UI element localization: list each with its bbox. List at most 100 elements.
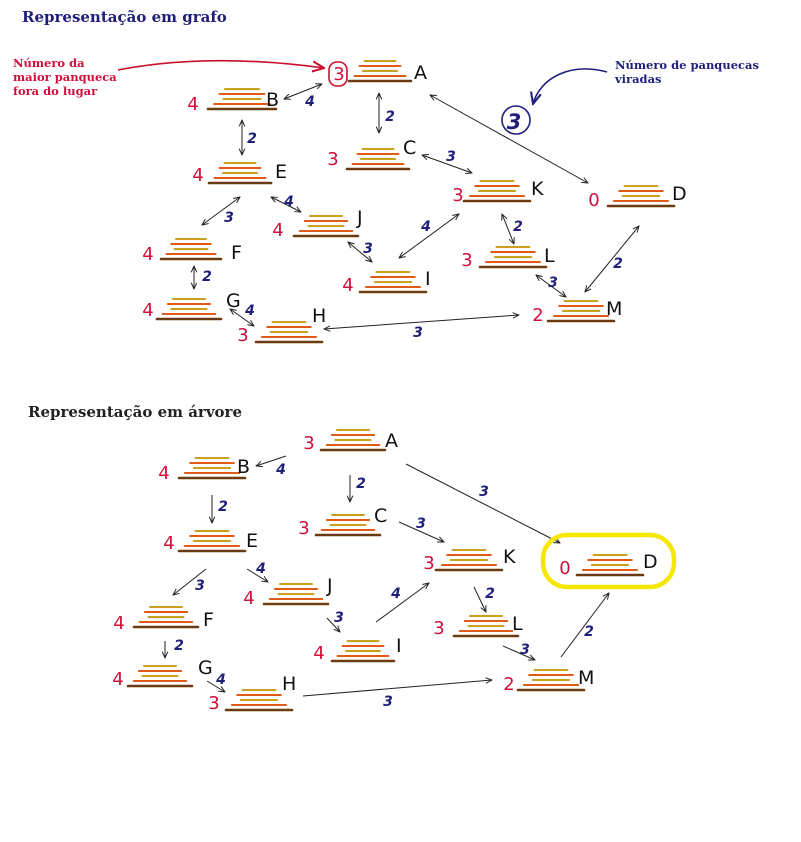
node-value: 0 bbox=[559, 558, 570, 579]
edge-flip-count: 2 bbox=[202, 269, 212, 285]
node-label: G bbox=[226, 290, 241, 312]
edge-flip-count: 3 bbox=[195, 578, 205, 594]
edge-flip-count: 3 bbox=[334, 610, 344, 626]
graph-edge-C-K: 3 bbox=[422, 149, 472, 173]
edge-flip-count: 2 bbox=[613, 256, 623, 272]
tree-node-J: J4 bbox=[243, 575, 332, 609]
node-label: E bbox=[275, 161, 287, 183]
graph-node-D: D0 bbox=[588, 183, 686, 211]
node-value: 4 bbox=[113, 613, 124, 634]
node-M-pancake-stack bbox=[546, 300, 616, 323]
node-value: 3 bbox=[237, 325, 248, 346]
graph-node-B: B4 bbox=[187, 88, 279, 115]
edge-flip-count: 2 bbox=[247, 131, 257, 147]
node-value: 3 bbox=[208, 693, 219, 714]
edge-arrow bbox=[324, 315, 519, 329]
tree-edge-H-M: 3 bbox=[302, 680, 492, 710]
graph-node-G: G4 bbox=[142, 290, 240, 321]
node-K-pancake-stack bbox=[462, 180, 532, 203]
tree-edge-I-K: 4 bbox=[375, 583, 429, 623]
graph-node-L: L3 bbox=[461, 245, 555, 271]
node-label: D bbox=[672, 183, 687, 205]
tree-edge-K-L: 2 bbox=[473, 586, 495, 612]
graph-node-I: I4 bbox=[342, 268, 430, 296]
node-label: M bbox=[578, 667, 594, 689]
node-A-pancake-stack bbox=[319, 429, 387, 452]
node-G-pancake-stack bbox=[126, 665, 194, 688]
node-label: G bbox=[198, 657, 213, 679]
tree-node-I: I4 bbox=[313, 635, 401, 664]
tree-title: Representação em árvore bbox=[28, 403, 242, 421]
node-label: K bbox=[503, 546, 516, 568]
edge-arrow bbox=[502, 645, 535, 660]
node-label: B bbox=[266, 89, 279, 111]
goal-node-highlight bbox=[540, 532, 677, 590]
node-label: I bbox=[425, 268, 431, 290]
edge-flip-count: 4 bbox=[244, 303, 255, 319]
tree-edge-C-K: 3 bbox=[398, 516, 444, 542]
edge-arrow bbox=[399, 214, 459, 258]
tree-node-K: K3 bbox=[423, 546, 516, 574]
node-C-pancake-stack bbox=[314, 514, 382, 537]
node-value: 4 bbox=[112, 669, 123, 690]
node-label: L bbox=[512, 613, 523, 635]
node-D-pancake-stack bbox=[606, 185, 676, 208]
node-E-pancake-stack bbox=[177, 530, 247, 553]
tree-edge-E-F: 3 bbox=[173, 568, 207, 595]
graph-edge-A-D bbox=[430, 95, 588, 183]
edge-flip-count: 3 bbox=[520, 642, 530, 658]
tree-node-C: C3 bbox=[298, 505, 387, 539]
node-J-pancake-stack bbox=[262, 583, 330, 606]
edge-arrow bbox=[230, 309, 254, 326]
graph-edge-M-D: 2 bbox=[585, 226, 639, 292]
edge-arrow bbox=[502, 214, 514, 244]
graph-edge-A-C: 2 bbox=[379, 93, 395, 133]
node-label: L bbox=[544, 245, 555, 267]
node-value: 3 bbox=[452, 185, 463, 206]
graph-node-E: E4 bbox=[192, 161, 287, 186]
node-value: 3 bbox=[461, 250, 472, 271]
node-value: 3 bbox=[423, 553, 434, 574]
edge-flip-count: 4 bbox=[420, 219, 431, 235]
graph-edge-G-H: 4 bbox=[230, 303, 255, 326]
edge-flip-count: 2 bbox=[584, 624, 594, 640]
edge-arrow bbox=[473, 586, 486, 612]
node-label: B bbox=[237, 456, 250, 478]
node-F-pancake-stack bbox=[132, 606, 200, 629]
tree-node-H: H3 bbox=[208, 673, 296, 714]
node-value: 3 bbox=[433, 618, 444, 639]
node-value: 4 bbox=[158, 463, 169, 484]
node-C-pancake-stack bbox=[345, 148, 411, 171]
edge-flip-count: 3 bbox=[416, 516, 426, 532]
node-B-pancake-stack bbox=[177, 457, 247, 480]
edge-arrow bbox=[206, 680, 225, 692]
legend-largest-pancake: Número da maior panqueca fora do lugar bbox=[13, 56, 117, 98]
node-H-pancake-stack bbox=[224, 689, 294, 712]
edge-arrow bbox=[585, 226, 639, 292]
edge-arrow bbox=[284, 84, 322, 99]
node-L-pancake-stack bbox=[452, 615, 520, 638]
edge-flip-count: 3 bbox=[413, 325, 423, 341]
edge-arrow bbox=[271, 197, 301, 212]
node-value: 4 bbox=[163, 533, 174, 554]
edge-arrow bbox=[173, 568, 207, 595]
tree-edge-A-B: 4 bbox=[256, 455, 287, 478]
node-M-pancake-stack bbox=[516, 669, 586, 692]
edge-arrow bbox=[326, 617, 340, 632]
legend-blue-arrow bbox=[533, 68, 608, 104]
node-value: 3 bbox=[327, 149, 338, 170]
tree-node-G: G4 bbox=[112, 657, 212, 690]
node-G-pancake-stack bbox=[155, 298, 223, 321]
tree-edge-F-G: 2 bbox=[165, 638, 184, 658]
edge-flip-count: 2 bbox=[356, 476, 366, 492]
edge-flip-count: 4 bbox=[283, 194, 294, 210]
edge-flip-count: 2 bbox=[485, 586, 495, 602]
edge-arrow bbox=[560, 593, 609, 658]
node-F-pancake-stack bbox=[159, 238, 223, 261]
legend-red-highlight bbox=[328, 61, 348, 87]
edge-flip-count: 4 bbox=[304, 94, 315, 110]
node-label: I bbox=[396, 635, 402, 657]
node-value: 3 bbox=[333, 64, 344, 85]
